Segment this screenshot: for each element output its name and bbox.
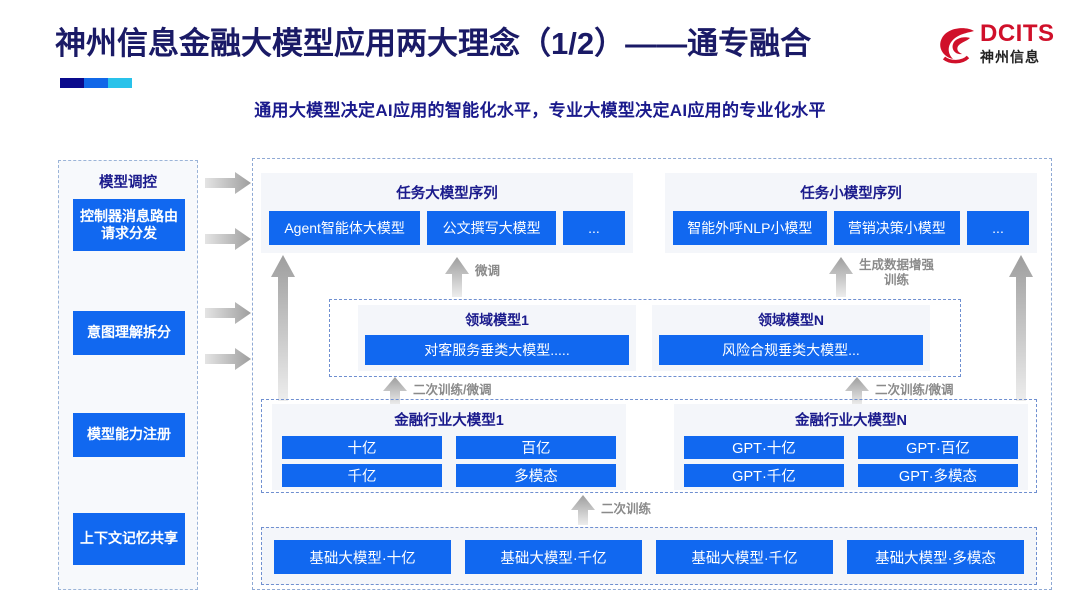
- flow-arrow-right-4: [205, 348, 251, 370]
- control-item-registry[interactable]: 模型能力注册: [73, 413, 185, 457]
- industry-model-chip-grid-1: 十亿 百亿 千亿 多模态: [272, 430, 626, 487]
- base-model-region: 基础大模型·十亿 基础大模型·千亿 基础大模型·千亿 基础大模型·多模态: [261, 527, 1037, 585]
- base-chip-1[interactable]: 基础大模型·千亿: [465, 540, 642, 574]
- flow-arrow-up-retrain-right: [845, 377, 869, 405]
- task-chip-doc-writing[interactable]: 公文撰写大模型: [427, 211, 556, 245]
- base-chip-2[interactable]: 基础大模型·千亿: [656, 540, 833, 574]
- industry-chip-2-1[interactable]: GPT·百亿: [858, 436, 1018, 459]
- flow-arrow-right-1: [205, 172, 251, 194]
- industry-chip-1-3[interactable]: 多模态: [456, 464, 616, 487]
- dcits-logo: DCITS 神州信息: [936, 20, 1064, 72]
- slide-subtitle: 通用大模型决定AI应用的智能化水平，专业大模型决定AI应用的专业化水平: [254, 101, 826, 120]
- task-small-model-panel: 任务小模型序列 智能外呼NLP小模型 营销决策小模型 ...: [665, 173, 1037, 253]
- task-large-model-title: 任务大模型序列: [396, 186, 498, 202]
- industry-chip-2-2[interactable]: GPT·千亿: [684, 464, 844, 487]
- arrow-label-data-augmentation: 生成数据增强 训练: [859, 258, 934, 288]
- domain-model-card-1: 领域模型1 对客服务垂类大模型.....: [358, 305, 636, 371]
- arrow-label-data-augmentation-line2: 训练: [884, 273, 910, 287]
- logo-cn-text: 神州信息: [980, 49, 1040, 65]
- logo-en-text: DCITS: [980, 20, 1055, 47]
- task-small-model-chip-row: 智能外呼NLP小模型 营销决策小模型 ...: [665, 203, 1037, 245]
- arrow-label-data-augmentation-line1: 生成数据增强: [859, 258, 935, 272]
- flow-arrow-right-2: [205, 228, 251, 250]
- task-large-model-panel: 任务大模型序列 Agent智能体大模型 公文撰写大模型 ...: [261, 173, 633, 253]
- model-stack-region: 任务大模型序列 Agent智能体大模型 公文撰写大模型 ... 任务小模型序列 …: [252, 158, 1052, 590]
- title-accent-bar: [60, 78, 132, 88]
- flow-arrow-right-3: [205, 302, 251, 324]
- task-chip-more-small[interactable]: ...: [967, 211, 1030, 245]
- page-title: 神州信息金融大模型应用两大理念（1/2）——通专融合: [55, 26, 812, 61]
- task-chip-agent[interactable]: Agent智能体大模型: [269, 211, 421, 245]
- control-item-router[interactable]: 控制器消息路由请求分发: [73, 199, 185, 251]
- industry-chip-1-1[interactable]: 百亿: [456, 436, 616, 459]
- accent-segment-3: [108, 78, 132, 88]
- task-small-model-title: 任务小模型序列: [800, 186, 902, 202]
- industry-model-title-2: 金融行业大模型N: [795, 413, 907, 429]
- arrow-label-finetune: 微调: [475, 264, 501, 278]
- flow-arrow-up-finetune: [445, 257, 469, 297]
- accent-segment-1: [60, 78, 85, 88]
- logo-text-block: DCITS 神州信息: [980, 22, 1055, 66]
- arrow-label-retrain-finetune-right: 二次训练/微调: [875, 383, 954, 397]
- dcits-logo-mark-icon: [940, 28, 974, 64]
- industry-chip-1-0[interactable]: 十亿: [282, 436, 442, 459]
- domain-model-title-1: 领域模型1: [465, 312, 529, 328]
- industry-chip-2-3[interactable]: GPT·多模态: [858, 464, 1018, 487]
- domain-model-title-2: 领域模型N: [757, 312, 825, 328]
- industry-chip-2-0[interactable]: GPT·十亿: [684, 436, 844, 459]
- arrow-label-retrain-base: 二次训练: [601, 502, 652, 516]
- task-chip-more[interactable]: ...: [563, 211, 625, 245]
- task-chip-outbound-nlp[interactable]: 智能外呼NLP小模型: [673, 211, 827, 245]
- architecture-diagram: 模型调控 控制器消息路由请求分发 意图理解拆分 模型能力注册 上下文记忆共享 任…: [0, 150, 1080, 590]
- task-chip-marketing-decision[interactable]: 营销决策小模型: [833, 211, 961, 245]
- industry-model-region: 金融行业大模型1 十亿 百亿 千亿 多模态 金融行业大模型N GPT·十亿 GP…: [261, 399, 1037, 493]
- control-item-context[interactable]: 上下文记忆共享: [73, 513, 185, 565]
- domain-model-card-2: 领域模型N 风险合规垂类大模型...: [652, 305, 930, 371]
- industry-chip-1-2[interactable]: 千亿: [282, 464, 442, 487]
- industry-model-title-1: 金融行业大模型1: [394, 413, 504, 429]
- flow-arrow-up-data-aug: [829, 257, 853, 297]
- arrow-label-retrain-finetune-left: 二次训练/微调: [413, 383, 492, 397]
- base-chip-3[interactable]: 基础大模型·多模态: [847, 540, 1024, 574]
- industry-model-chip-grid-2: GPT·十亿 GPT·百亿 GPT·千亿 GPT·多模态: [674, 430, 1028, 487]
- domain-model-chip-1[interactable]: 对客服务垂类大模型.....: [365, 335, 629, 365]
- accent-segment-2: [84, 78, 109, 88]
- domain-model-region: 领域模型1 对客服务垂类大模型..... 领域模型N 风险合规垂类大模型...: [329, 299, 961, 377]
- flow-arrow-up-left-tall: [271, 255, 295, 401]
- flow-arrow-up-right-tall: [1009, 255, 1033, 401]
- industry-model-card-2: 金融行业大模型N GPT·十亿 GPT·百亿 GPT·千亿 GPT·多模态: [674, 404, 1028, 490]
- flow-arrow-up-retrain-base: [571, 495, 595, 525]
- base-model-chip-row: 基础大模型·十亿 基础大模型·千亿 基础大模型·千亿 基础大模型·多模态: [262, 528, 1036, 574]
- industry-model-card-1: 金融行业大模型1 十亿 百亿 千亿 多模态: [272, 404, 626, 490]
- control-panel-title: 模型调控: [99, 175, 157, 191]
- flow-arrow-up-retrain-left: [383, 377, 407, 405]
- control-panel: 模型调控 控制器消息路由请求分发 意图理解拆分 模型能力注册 上下文记忆共享: [58, 160, 198, 590]
- base-chip-0[interactable]: 基础大模型·十亿: [274, 540, 451, 574]
- task-large-model-chip-row: Agent智能体大模型 公文撰写大模型 ...: [261, 203, 633, 245]
- domain-model-chip-2[interactable]: 风险合规垂类大模型...: [659, 335, 923, 365]
- control-item-intent[interactable]: 意图理解拆分: [73, 311, 185, 355]
